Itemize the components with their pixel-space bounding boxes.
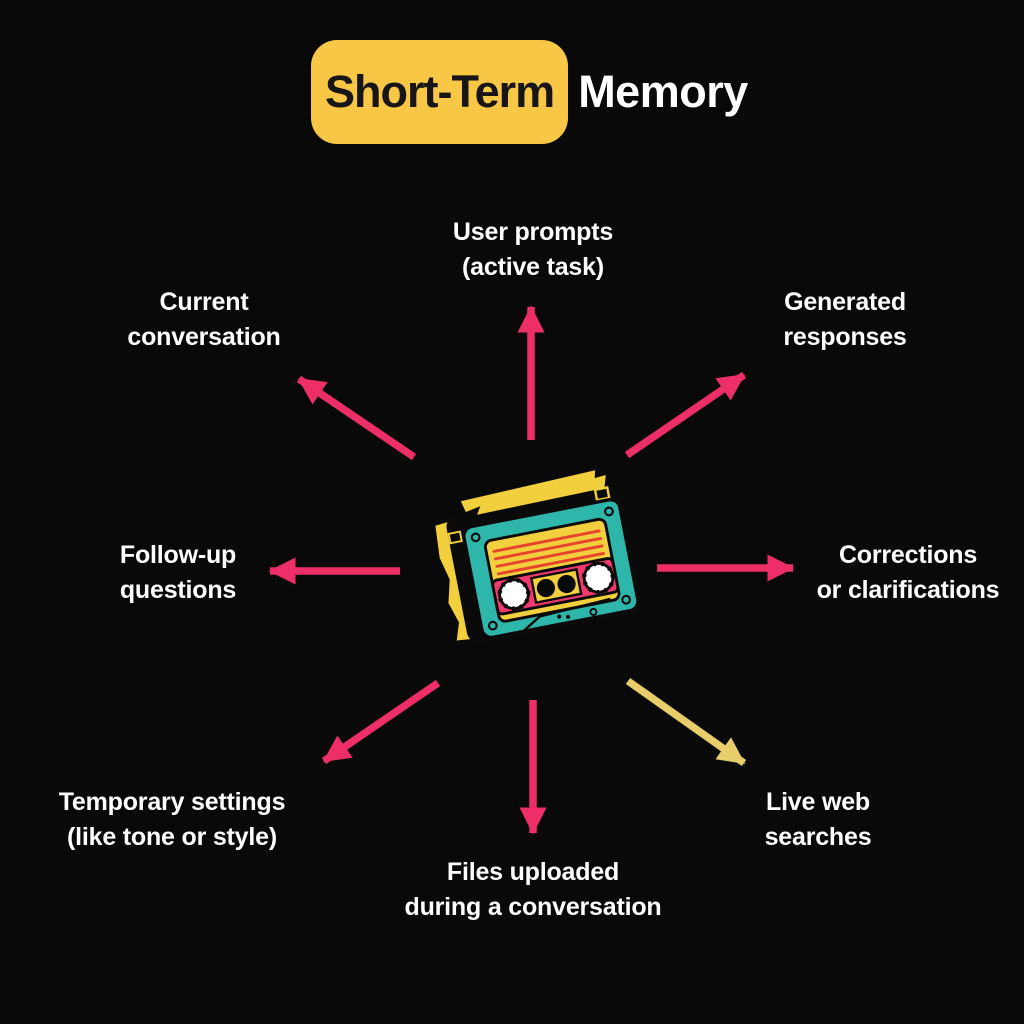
node-line: Current (159, 288, 249, 316)
node-line: conversation (127, 323, 281, 351)
node-generated-responses: Generated responses (783, 285, 906, 355)
node-user-prompts: User prompts (active task) (453, 215, 613, 285)
node-line: Follow-up (119, 541, 237, 569)
node-line: questions (119, 576, 237, 604)
title-rest-text: Memory (578, 66, 748, 117)
node-files-uploaded: Files uploaded during a conversation (405, 855, 662, 925)
node-line: responses (783, 323, 907, 351)
node-line: User prompts (452, 218, 614, 246)
node-live-web-searches: Live web searches (765, 785, 872, 855)
node-current-conversation: Current conversation (127, 285, 280, 355)
arrow-down-right (625, 677, 747, 767)
node-line: searches (764, 823, 872, 851)
node-line: or clarifications (816, 576, 1000, 604)
node-line: Temporary settings (58, 788, 286, 816)
title-highlight-text: Short-Term (325, 66, 555, 117)
node-line: during a conversation (404, 893, 662, 921)
title-highlight-badge: Short-Term (311, 40, 569, 144)
node-line: Corrections (838, 541, 978, 569)
arrow-up-right (624, 371, 747, 459)
node-temporary-settings: Temporary settings (like tone or style) (59, 785, 286, 855)
node-follow-up-questions: Follow-up questions (120, 538, 236, 608)
node-line: Live web (765, 788, 870, 816)
arrow-up-left (296, 375, 417, 461)
node-line: (like tone or style) (67, 823, 277, 851)
node-line: Generated (784, 288, 906, 316)
cassette-tape-icon (435, 470, 642, 644)
node-line: (active task) (462, 253, 604, 281)
node-line: Files uploaded (446, 858, 620, 886)
node-corrections-or-clarifications: Corrections or clarifications (817, 538, 1000, 608)
arrow-down-left (321, 679, 441, 765)
page-title: Short-Term Memory (311, 40, 748, 144)
